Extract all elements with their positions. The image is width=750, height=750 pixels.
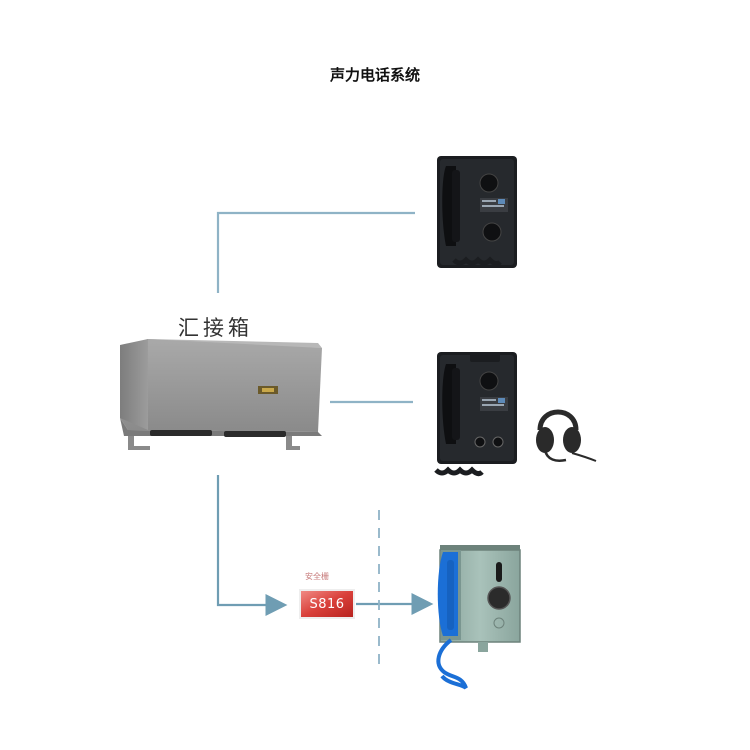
safety-barrier-model: S816 (309, 596, 345, 612)
explosion-proof-phone (436, 545, 521, 690)
vent-slot-left (150, 430, 212, 436)
coiled-cord (436, 638, 468, 690)
wall-phone-top (437, 156, 517, 268)
volume-knob (479, 173, 499, 193)
housing-top (440, 545, 520, 551)
junction-box-label: 汇接箱 (178, 316, 253, 340)
mounting-foot-left (128, 436, 150, 450)
line-to-barrier (216, 475, 288, 616)
vent-slot-right (224, 431, 286, 437)
ear-cup-left (536, 427, 554, 453)
connector-lines (216, 211, 434, 667)
box-left-side (120, 339, 148, 430)
headset-cord (571, 452, 597, 462)
ear-cup-right (563, 427, 581, 453)
coiled-cord (434, 466, 484, 477)
wall-phone-with-headset (434, 352, 517, 477)
line-to-top-phone (216, 211, 415, 293)
diagram-title: 声力电话系统 (329, 66, 420, 84)
headset-jack-right (492, 436, 504, 448)
rotary-knob (487, 586, 511, 610)
volume-knob (479, 371, 499, 391)
mic-boom (543, 449, 567, 462)
headset-jack-left (474, 436, 486, 448)
headband (537, 409, 579, 431)
safety-barrier (299, 589, 355, 619)
junction-box (120, 339, 322, 450)
cable-gland (478, 642, 488, 652)
selector-knob (482, 222, 502, 242)
speaker-grille (493, 617, 505, 629)
coiled-cord (452, 256, 502, 267)
indicator (496, 562, 502, 582)
headset (536, 409, 597, 462)
mounting-foot-right (286, 436, 300, 450)
box-front (120, 339, 322, 432)
safety-barrier-caption: 安全栅 (305, 572, 329, 581)
